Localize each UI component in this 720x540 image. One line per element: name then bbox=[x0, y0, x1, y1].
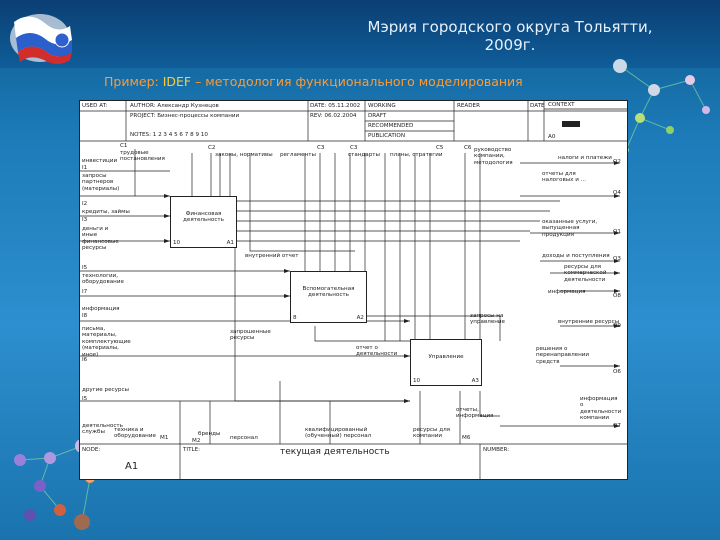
label-vnutr-otchet: внутренний отчет bbox=[245, 253, 299, 259]
status-publication: PUBLICATION bbox=[368, 133, 406, 139]
output-resheniya: решения о перенаправлении средств bbox=[536, 346, 590, 365]
activity-title: Финансовая деятельность bbox=[183, 211, 224, 223]
output-dohody: доходы и поступления bbox=[542, 253, 610, 259]
o1-tag: O1 bbox=[613, 229, 621, 235]
node-ref: A0 bbox=[548, 134, 556, 140]
i3-tag: I3 bbox=[82, 217, 88, 223]
mech-resursy-kom: ресурсы для компании bbox=[413, 427, 451, 440]
status-recommended: RECOMMENDED bbox=[368, 123, 414, 129]
activity-box-a3: Управление A3 10 bbox=[410, 339, 482, 386]
date-field: DATE: 05.11.2002 bbox=[310, 103, 361, 109]
o6-tag: O6 bbox=[613, 369, 621, 375]
activity-num: A2 bbox=[356, 315, 364, 321]
input-zaprosy: запросы партнеров (материалы) bbox=[82, 173, 120, 192]
diagram-lines bbox=[80, 101, 627, 479]
activity-box-a2: Вспомогательная деятельность A2 8 bbox=[290, 271, 367, 323]
m6-tag: M6 bbox=[462, 435, 471, 441]
o2-tag: O2 bbox=[613, 159, 621, 165]
input-tehnologii: технологии, оборудование bbox=[82, 273, 124, 286]
input-kredity: кредиты, займы bbox=[82, 209, 130, 215]
node-label: NODE: bbox=[82, 447, 101, 453]
context-label: CONTEXT bbox=[548, 102, 575, 108]
control-standarty: стандарты bbox=[348, 152, 380, 158]
input-dengi: деньги и иные финансовые ресурсы bbox=[82, 226, 119, 252]
c3-tag: C3 bbox=[317, 145, 325, 151]
output-info-dey: информация о деятельности компании bbox=[580, 396, 622, 422]
output-resursy: ресурсы для коммерческой деятельности bbox=[564, 264, 607, 283]
input-investicii: инвестиции bbox=[82, 158, 118, 164]
input-informacia: информация bbox=[82, 306, 120, 312]
subtitle-prefix: Пример: bbox=[104, 74, 163, 89]
i1-tag: I1 bbox=[82, 165, 88, 171]
m1-tag: M1 bbox=[160, 435, 169, 441]
control-trudovye: трудовые постановления bbox=[120, 150, 165, 163]
i5-tag: I5 bbox=[82, 265, 88, 271]
input-deyat: деятельность службы bbox=[82, 423, 123, 436]
control-zakony: законы, нормативы bbox=[215, 152, 273, 158]
activity-ref: 8 bbox=[293, 315, 297, 321]
control-reglamenty: регламенты bbox=[280, 152, 316, 158]
output-uslugi: оказанные услуги, выпущенная продукция bbox=[542, 219, 598, 238]
status-draft: DRAFT bbox=[368, 113, 387, 119]
date2-label: DATE bbox=[530, 103, 545, 109]
slide-title: Мэрия городского округа Тольятти, 2009г. bbox=[367, 18, 653, 54]
mech-kvalif: квалифицированный (обученный) персонал bbox=[305, 427, 372, 440]
rev-field: REV: 06.02.2004 bbox=[310, 113, 357, 119]
label-otchety-info: отчеты, информация bbox=[456, 407, 494, 420]
m2-tag: M2 bbox=[192, 438, 201, 444]
o3-tag: O3 bbox=[613, 256, 621, 262]
i16-tag: I6 bbox=[82, 357, 88, 363]
o8-tag: O8 bbox=[613, 293, 621, 299]
input-drugie: другие ресурсы bbox=[82, 387, 129, 393]
control-rukovodstvo: руководство компании, методология bbox=[474, 147, 513, 166]
c1-tag: C1 bbox=[120, 143, 128, 149]
c6-tag: C6 bbox=[464, 145, 472, 151]
activity-title: Управление bbox=[428, 354, 464, 360]
output-vnutr: внутренние ресурсы bbox=[558, 319, 620, 325]
i2-tag: I2 bbox=[82, 201, 88, 207]
subtitle-term: IDEF bbox=[162, 74, 192, 89]
activity-num: A1 bbox=[226, 240, 234, 246]
c2-tag: C2 bbox=[208, 145, 216, 151]
reader-label: READER bbox=[457, 103, 480, 109]
subtitle-rest: – методология функционального моделирова… bbox=[191, 74, 523, 89]
mech-personal: персонал bbox=[230, 435, 258, 441]
i15-tag: I5 bbox=[82, 396, 88, 402]
mech-brendy: бренды bbox=[198, 431, 221, 437]
mech-tehnika: техника и оборудование bbox=[114, 427, 156, 440]
logo-flag-icon bbox=[10, 14, 72, 64]
activity-ref: 10 bbox=[173, 240, 181, 246]
output-nalogi: налоги и платежи bbox=[558, 155, 612, 161]
used-at-label: USED AT: bbox=[82, 103, 108, 109]
o7-tag: O7 bbox=[613, 423, 621, 429]
activity-num: A3 bbox=[471, 378, 479, 384]
node-value: A1 bbox=[125, 461, 139, 472]
notes-field: NOTES: 1 2 3 4 5 6 7 8 9 10 bbox=[130, 132, 208, 138]
label-zapros-resursy: запрошенные ресурсы bbox=[230, 329, 271, 342]
title-label: TITLE: bbox=[183, 447, 201, 453]
o9-tag: O9 bbox=[613, 323, 621, 329]
project-field: PROJECT: Бизнес-процессы компании bbox=[130, 113, 240, 119]
status-working: WORKING bbox=[368, 103, 396, 109]
control-plany: планы, стратегии bbox=[390, 152, 443, 158]
i8-tag: I8 bbox=[82, 313, 88, 319]
label-otchet-deyat: отчет о деятельности bbox=[356, 345, 398, 358]
c5-tag: C5 bbox=[436, 145, 444, 151]
input-pisma: письма, материалы, комплектующие (матери… bbox=[82, 326, 131, 358]
activity-ref: 10 bbox=[413, 378, 421, 384]
c4-tag: C3 bbox=[350, 145, 358, 151]
activity-box-a1: Финансовая деятельность A1 10 bbox=[170, 196, 237, 248]
slide-subtitle: Пример: IDEF – методология функционально… bbox=[104, 74, 523, 89]
label-zaprosy-upr: запросы на управление bbox=[470, 313, 505, 326]
activity-title: Вспомогательная деятельность bbox=[302, 286, 355, 298]
title-value: текущая деятельность bbox=[280, 447, 390, 457]
i7-tag: I7 bbox=[82, 289, 88, 295]
header-band bbox=[0, 0, 720, 68]
output-otchety: отчеты для налоговых и ... bbox=[542, 171, 586, 184]
o4-tag: O4 bbox=[613, 190, 621, 196]
output-informacia: информация bbox=[548, 289, 586, 295]
number-label: NUMBER: bbox=[483, 447, 510, 453]
author-field: AUTHOR: Александр Кузнецов bbox=[130, 103, 219, 109]
idef0-diagram-sheet: USED AT: AUTHOR: Александр Кузнецов PROJ… bbox=[79, 100, 628, 480]
